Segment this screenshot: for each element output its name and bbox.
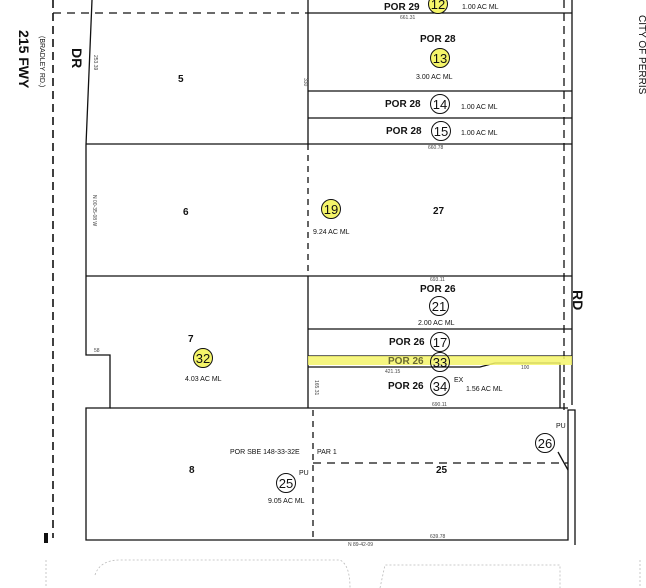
lot-5: 5 [178, 74, 184, 85]
dimension: 639.78 [430, 534, 446, 540]
parcel-32-area: 4.03 AC ML [185, 376, 222, 383]
parcel-25-area: 9.05 AC ML [268, 498, 305, 505]
parcel-15-area: 1.00 AC ML [461, 130, 498, 137]
parcel-12-number[interactable]: 12 [428, 0, 448, 14]
parcel-26-pu: PU [556, 423, 566, 430]
parcel-13-number[interactable]: 13 [430, 48, 450, 68]
dimension: 100 [521, 365, 530, 371]
dimension: 661.31 [400, 15, 416, 21]
dimension: N 00-35-08 W [91, 195, 97, 227]
parcel-14-area: 1.00 AC ML [461, 104, 498, 111]
parcel-13-por: POR 28 [420, 34, 456, 45]
parcel-34-ex: EX [454, 377, 464, 384]
dimension: 58 [94, 348, 100, 354]
parcel-17-por: POR 26 [389, 337, 425, 348]
dr-road-label: DR [69, 48, 85, 69]
parcel-25-number[interactable]: 25 [276, 473, 296, 493]
dimension: 693.11 [430, 277, 445, 283]
parcel-34-por: POR 26 [388, 381, 424, 392]
parcel-21-area: 2.00 AC ML [418, 320, 455, 327]
parcel-15-por: POR 28 [386, 126, 422, 137]
parcel-21-number[interactable]: 21 [429, 296, 449, 316]
dimension: 690.11 [432, 402, 447, 408]
parcel-33-number[interactable]: 33 [430, 352, 450, 372]
sbe-annotation: POR SBE 148-33-32E [230, 449, 300, 456]
freeway-label: 215 FWY [16, 30, 32, 89]
parcel-33-por: POR 26 [388, 356, 424, 367]
freeway-alias: (BRADLEY RD.) [38, 36, 45, 88]
dimension: 165.31 [313, 380, 319, 396]
parcel-17-number[interactable]: 17 [430, 332, 450, 352]
parcel-21-por: POR 26 [420, 284, 456, 295]
parcel-34-area: 1.56 AC ML [466, 386, 503, 393]
dimension: 660.78 [428, 145, 444, 151]
dimension: 421.15 [385, 369, 401, 375]
parcel-19-number[interactable]: 19 [321, 199, 341, 219]
parcel-19-area: 9.24 AC ML [313, 229, 350, 236]
parcel-34-number[interactable]: 34 [430, 376, 450, 396]
dimension: N 89-42-09 [348, 542, 374, 548]
parcel-25-pu: PU [299, 470, 309, 477]
parcel-26-number[interactable]: 26 [535, 433, 555, 453]
parcel-14-number[interactable]: 14 [430, 94, 450, 114]
lot-8: 8 [189, 465, 195, 476]
rd-road-label: RD [570, 290, 586, 311]
parcel-12-area: 1.00 AC ML [462, 4, 499, 11]
par-annotation: PAR 1 [317, 449, 337, 456]
lot-27: 27 [433, 206, 445, 217]
parcel-32-number[interactable]: 32 [193, 348, 213, 368]
lot-25: 25 [436, 465, 448, 476]
parcel-14-por: POR 28 [385, 99, 421, 110]
dimension: 330 [302, 78, 308, 87]
parcel-15-number[interactable]: 15 [431, 121, 451, 141]
lot-7: 7 [188, 334, 194, 345]
dimension: 253.39 [92, 55, 98, 71]
lot-6: 6 [183, 207, 189, 218]
city-label: CITY OF PERRIS [636, 15, 646, 95]
parcel-12-por: POR 29 [384, 2, 420, 13]
parcel-13-area: 3.00 AC ML [416, 74, 453, 81]
